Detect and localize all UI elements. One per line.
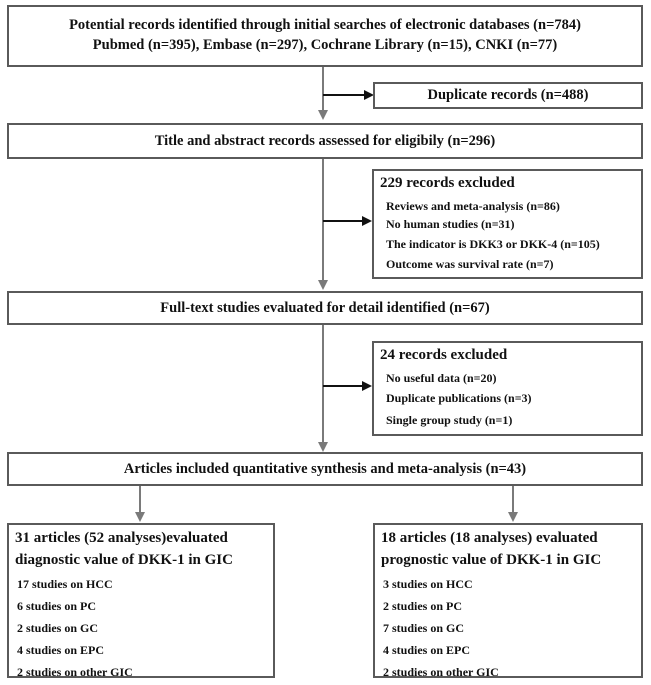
excluded-reason-item: Single group study (n=1) — [386, 413, 513, 427]
screened-records-label: Title and abstract records assessed for … — [154, 133, 496, 149]
prognostic-study-item: 2 studies on other GIC — [383, 665, 499, 679]
diagnostic-study-item: 2 studies on other GIC — [17, 665, 133, 679]
excluded-reason-item: No useful data (n=20) — [386, 371, 497, 385]
prognostic-title-line2: prognostic value of DKK-1 in GIC — [381, 552, 602, 568]
included-articles-label: Articles included quantitative synthesis… — [123, 461, 527, 477]
fulltext-studies-label: Full-text studies evaluated for detail i… — [160, 300, 490, 316]
excluded-records-box-1: 229 records excluded Reviews and meta-an… — [372, 169, 643, 279]
identified-database-counts: Pubmed (n=395), Embase (n=297), Cochrane… — [92, 37, 558, 53]
diagnostic-study-item: 6 studies on PC — [17, 599, 97, 613]
duplicate-records-label: Duplicate records (n=488) — [427, 87, 589, 103]
excluded-records-1-title: 229 records excluded — [380, 175, 515, 191]
included-articles-box: Articles included quantitative synthesis… — [7, 452, 643, 486]
prognostic-value-box: 18 articles (18 analyses) evaluated prog… — [373, 523, 643, 679]
excluded-reason-item: Outcome was survival rate (n=7) — [386, 257, 554, 271]
identified-records-line1: Potential records identified through ini… — [69, 17, 581, 33]
diagnostic-value-box: 31 articles (52 analyses)evaluated diagn… — [7, 523, 275, 679]
diagnostic-title-line1: 31 articles (52 analyses)evaluated — [15, 530, 228, 546]
identified-records-box: Potential records identified through ini… — [7, 5, 643, 67]
excluded-reason-item: Reviews and meta-analysis (n=86) — [386, 199, 560, 213]
fulltext-studies-box: Full-text studies evaluated for detail i… — [7, 291, 643, 325]
diagnostic-study-item: 2 studies on GC — [17, 621, 99, 635]
excluded-reason-item: The indicator is DKK3 or DKK-4 (n=105) — [386, 237, 600, 251]
diagnostic-study-item: 17 studies on HCC — [17, 577, 113, 591]
prognostic-study-item: 4 studies on EPC — [383, 643, 471, 657]
duplicate-records-box: Duplicate records (n=488) — [373, 82, 643, 109]
diagnostic-title-line2: diagnostic value of DKK-1 in GIC — [15, 552, 233, 568]
prognostic-study-item: 7 studies on GC — [383, 621, 465, 635]
prognostic-study-item: 3 studies on HCC — [383, 577, 473, 591]
prognostic-study-item: 2 studies on PC — [383, 599, 463, 613]
excluded-records-2-title: 24 records excluded — [380, 347, 508, 363]
excluded-records-box-2: 24 records excluded No useful data (n=20… — [372, 341, 643, 436]
diagnostic-study-item: 4 studies on EPC — [17, 643, 105, 657]
screened-records-box: Title and abstract records assessed for … — [7, 123, 643, 159]
prognostic-title-line1: 18 articles (18 analyses) evaluated — [381, 530, 598, 546]
excluded-reason-item: Duplicate publications (n=3) — [386, 391, 532, 405]
excluded-reason-item: No human studies (n=31) — [386, 217, 515, 231]
